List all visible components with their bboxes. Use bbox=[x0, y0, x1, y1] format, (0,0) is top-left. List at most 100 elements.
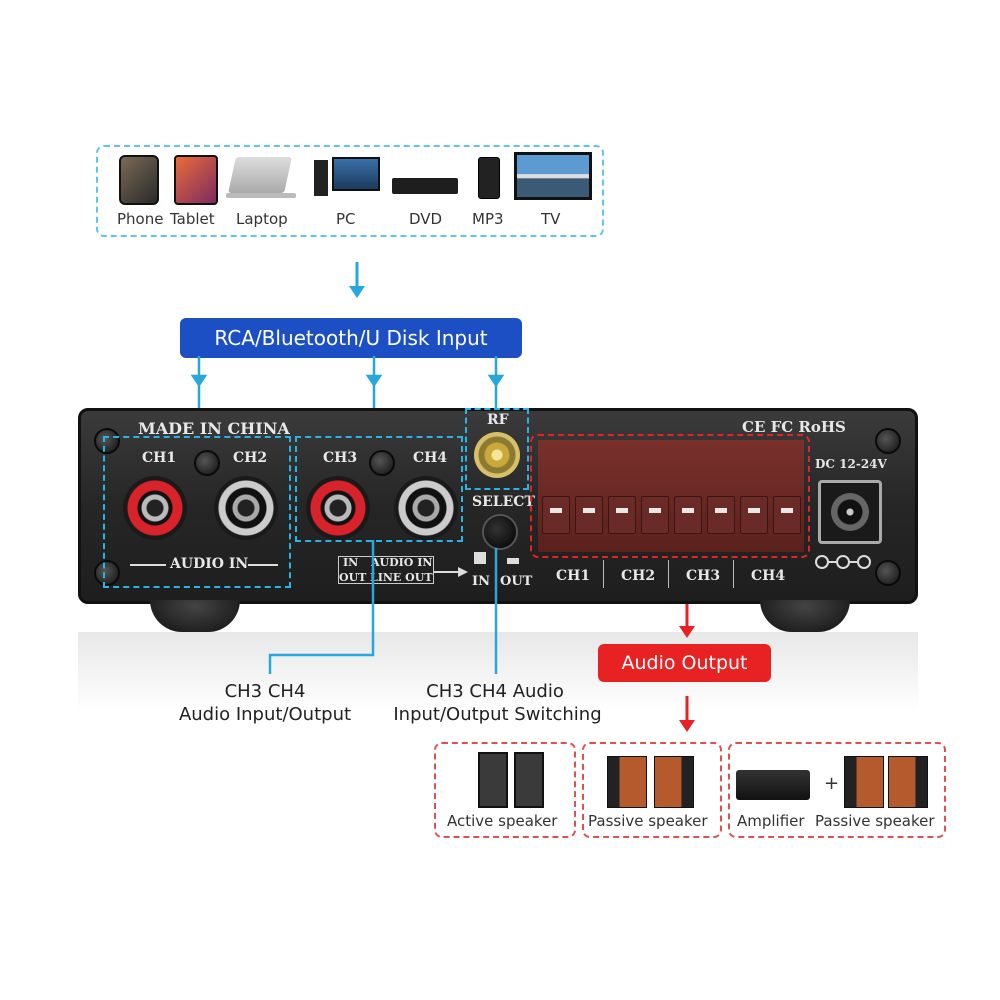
terminal-label-ch2: CH2 bbox=[621, 568, 656, 584]
terminal-screw[interactable] bbox=[674, 496, 702, 534]
active-speaker-label: Active speaker bbox=[447, 812, 558, 830]
device-label-dvd: DVD bbox=[409, 210, 443, 228]
pc-icon bbox=[314, 160, 328, 196]
phone-icon bbox=[119, 155, 159, 205]
mode-in-label: IN bbox=[343, 556, 359, 569]
screw-icon bbox=[875, 560, 901, 586]
rf-antenna-connector[interactable] bbox=[474, 432, 520, 478]
terminal-highlight bbox=[530, 434, 810, 558]
ch1-ch2-highlight bbox=[103, 436, 291, 588]
device-label-tablet: Tablet bbox=[170, 210, 215, 228]
tablet-icon bbox=[174, 155, 218, 205]
mode-audio-in-label: AUDIO IN bbox=[371, 556, 433, 569]
device-label-pc: PC bbox=[336, 210, 356, 228]
dc-label: DC 12-24V bbox=[815, 457, 887, 471]
source-devices-box bbox=[96, 145, 604, 237]
callout-ch3ch4-io-line2: Audio Input/Output bbox=[178, 704, 352, 725]
out-label: OUT bbox=[500, 574, 533, 589]
cert-marks: CE FC RoHS bbox=[742, 418, 846, 436]
down-arrow-icon bbox=[679, 696, 695, 732]
panel-reflection bbox=[78, 632, 918, 712]
passive-speaker-icon bbox=[888, 756, 928, 808]
rca-ch1-jack[interactable] bbox=[123, 476, 187, 540]
terminal-label-ch1: CH1 bbox=[556, 568, 591, 584]
dc-power-jack[interactable] bbox=[831, 493, 869, 531]
terminal-screw[interactable] bbox=[707, 496, 735, 534]
divider bbox=[130, 564, 166, 566]
switch-out-icon bbox=[507, 558, 519, 564]
ground-screw-icon bbox=[369, 450, 395, 476]
input-banner: RCA/Bluetooth/U Disk Input bbox=[180, 318, 522, 358]
screw-icon bbox=[94, 560, 120, 586]
audio-in-label: AUDIO IN bbox=[170, 556, 249, 572]
down-arrow-icon bbox=[349, 262, 365, 298]
select-label: SELECT bbox=[472, 494, 535, 510]
down-arrow-icon bbox=[679, 604, 695, 638]
active-speaker-box bbox=[434, 742, 576, 838]
passive-speaker-icon bbox=[844, 756, 884, 808]
ground-screw-icon bbox=[194, 450, 220, 476]
amplifier-icon bbox=[736, 770, 810, 800]
terminal-screw[interactable] bbox=[740, 496, 768, 534]
divider bbox=[668, 560, 669, 588]
arrow-right-icon bbox=[434, 567, 468, 577]
passive-speaker-box bbox=[582, 742, 722, 838]
ch3-label: CH3 bbox=[323, 450, 358, 466]
rca-ch4-jack[interactable] bbox=[394, 476, 458, 540]
screw-icon bbox=[94, 428, 120, 454]
device-label-laptop: Laptop bbox=[236, 210, 288, 228]
mode-table bbox=[338, 556, 434, 584]
callout-switch-line2: Input/Output Switching bbox=[393, 704, 602, 725]
passive-speaker-icon bbox=[654, 756, 694, 808]
in-label: IN bbox=[472, 574, 490, 589]
dvd-icon bbox=[392, 178, 458, 194]
callout-lines bbox=[268, 540, 498, 674]
plus-sign: + bbox=[824, 773, 840, 794]
rf-highlight bbox=[465, 408, 529, 490]
foot-right bbox=[760, 600, 850, 632]
rca-ch3-jack[interactable] bbox=[306, 476, 370, 540]
device-label-mp3: MP3 bbox=[472, 210, 504, 228]
ch4-label: CH4 bbox=[413, 450, 448, 466]
device-label-phone: Phone bbox=[117, 210, 164, 228]
screw-icon bbox=[875, 428, 901, 454]
callout-ch3ch4-io-line1: CH3 CH4 bbox=[224, 681, 306, 702]
made-in-label: MADE IN CHINA bbox=[138, 419, 290, 438]
ch2-label: CH2 bbox=[233, 450, 268, 466]
active-speaker-icon bbox=[478, 752, 508, 808]
passive-speaker-icon bbox=[607, 756, 647, 808]
mp3-icon bbox=[478, 157, 500, 199]
terminal-screw[interactable] bbox=[608, 496, 636, 534]
divider bbox=[733, 560, 734, 588]
amplifier-passive-box bbox=[728, 742, 946, 838]
mode-out-label: OUT bbox=[339, 571, 367, 584]
ch3-ch4-highlight bbox=[295, 436, 463, 542]
callout-switch-line1: CH3 CH4 Audio bbox=[426, 681, 564, 702]
mode-line-out-label: LINE OUT bbox=[370, 571, 433, 584]
terminal-label-ch3: CH3 bbox=[686, 568, 721, 584]
rca-ch2-jack[interactable] bbox=[214, 476, 278, 540]
pc-monitor-icon bbox=[332, 157, 380, 191]
rf-label: RF bbox=[487, 412, 509, 428]
terminal-screw[interactable] bbox=[542, 496, 570, 534]
select-button[interactable] bbox=[482, 514, 518, 550]
device-label-tv: TV bbox=[541, 210, 561, 228]
output-banner: Audio Output bbox=[598, 644, 771, 682]
terminal-label-ch4: CH4 bbox=[751, 568, 786, 584]
terminal-screw[interactable] bbox=[773, 496, 801, 534]
amplifier-label: Amplifier bbox=[737, 812, 805, 830]
passive-speaker-label-2: Passive speaker bbox=[815, 812, 935, 830]
polarity-icon bbox=[815, 555, 871, 569]
switch-in-icon bbox=[474, 552, 486, 564]
divider bbox=[248, 564, 278, 566]
foot-left bbox=[150, 600, 240, 632]
ch1-label: CH1 bbox=[142, 450, 177, 466]
passive-speaker-label: Passive speaker bbox=[588, 812, 708, 830]
tv-icon bbox=[514, 152, 592, 200]
terminal-screw[interactable] bbox=[575, 496, 603, 534]
divider bbox=[603, 560, 604, 588]
terminal-screw[interactable] bbox=[641, 496, 669, 534]
active-speaker-icon bbox=[514, 752, 544, 808]
laptop-icon bbox=[228, 157, 292, 193]
laptop-base-icon bbox=[226, 193, 296, 198]
